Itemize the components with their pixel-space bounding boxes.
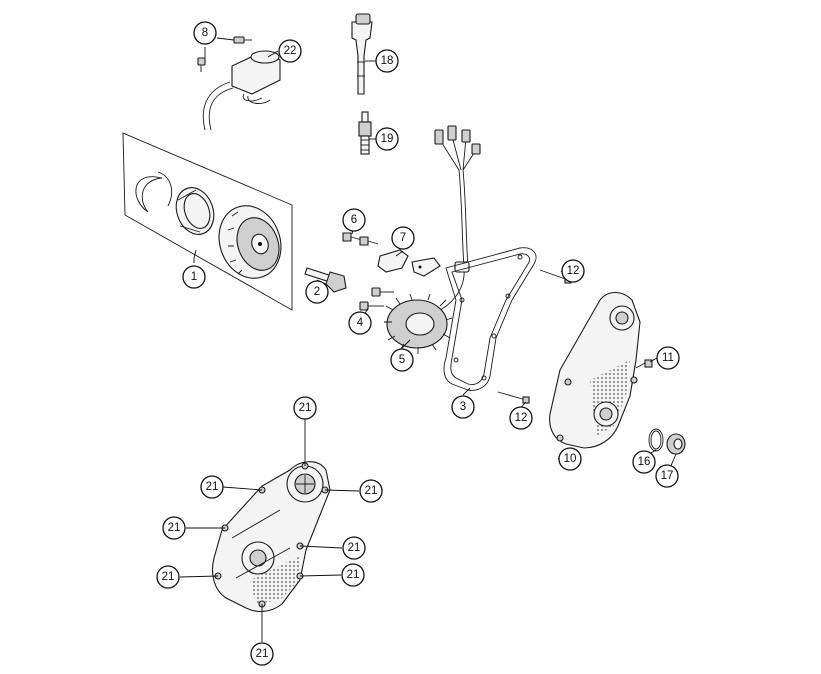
callout-8: 8 bbox=[193, 21, 217, 45]
o-ring bbox=[648, 428, 664, 452]
svg-text:22: 22 bbox=[284, 45, 297, 57]
rotor-assembly bbox=[122, 132, 293, 311]
screw-plug bbox=[666, 433, 686, 455]
callout-12-lower: 12 bbox=[509, 406, 533, 430]
svg-text:11: 11 bbox=[662, 352, 674, 364]
callout-1: 1 bbox=[182, 265, 206, 289]
stator-bolts-6 bbox=[342, 232, 379, 246]
callout-21-lower-right: 21 bbox=[341, 563, 365, 587]
flywheel-rotor bbox=[218, 205, 282, 279]
ignition-cover bbox=[549, 291, 641, 449]
callout-21-bottom: 21 bbox=[250, 642, 274, 666]
stator-bolts-4 bbox=[359, 287, 394, 311]
callout-12-upper: 12 bbox=[561, 259, 585, 283]
freewheel-ring bbox=[175, 187, 215, 235]
callout-10: 10 bbox=[558, 447, 582, 471]
rotor-nut-screw bbox=[304, 267, 347, 293]
coil-bolt bbox=[197, 36, 252, 72]
spark-plug-connector bbox=[351, 13, 373, 95]
svg-text:19: 19 bbox=[381, 133, 394, 145]
svg-text:12: 12 bbox=[567, 265, 580, 277]
retaining-ring bbox=[135, 171, 172, 213]
callout-6: 6 bbox=[342, 208, 366, 232]
svg-text:6: 6 bbox=[351, 214, 357, 226]
callout-21-mid-right: 21 bbox=[342, 536, 366, 560]
callout-16: 16 bbox=[632, 450, 656, 474]
svg-text:21: 21 bbox=[299, 402, 312, 414]
callout-22: 22 bbox=[278, 39, 302, 63]
callout-21-upper-left: 21 bbox=[200, 475, 224, 499]
svg-text:4: 4 bbox=[357, 317, 364, 329]
svg-text:21: 21 bbox=[348, 542, 361, 554]
callout-18: 18 bbox=[375, 49, 399, 73]
svg-text:7: 7 bbox=[400, 232, 406, 244]
callout-5: 5 bbox=[390, 348, 414, 372]
ignition-cover-detail bbox=[211, 461, 331, 613]
svg-text:21: 21 bbox=[365, 485, 378, 497]
svg-text:21: 21 bbox=[162, 571, 175, 583]
svg-text:2: 2 bbox=[314, 286, 320, 298]
svg-text:21: 21 bbox=[206, 481, 219, 493]
svg-text:17: 17 bbox=[661, 470, 674, 482]
svg-text:16: 16 bbox=[638, 456, 651, 468]
cable-bracket bbox=[377, 249, 441, 277]
svg-text:10: 10 bbox=[564, 453, 577, 465]
svg-text:3: 3 bbox=[460, 401, 466, 413]
callout-3: 3 bbox=[451, 395, 475, 419]
cover-screw-lower bbox=[497, 391, 530, 404]
svg-text:12: 12 bbox=[515, 412, 528, 424]
svg-text:1: 1 bbox=[191, 271, 197, 283]
spark-plug bbox=[358, 111, 372, 155]
svg-text:21: 21 bbox=[168, 522, 181, 534]
ignition-coil bbox=[202, 50, 281, 131]
stator-with-harness bbox=[384, 125, 481, 354]
svg-text:8: 8 bbox=[202, 27, 208, 39]
callout-17: 17 bbox=[655, 464, 679, 488]
svg-text:21: 21 bbox=[256, 648, 269, 660]
callout-19: 19 bbox=[375, 127, 399, 151]
cover-gasket bbox=[443, 247, 537, 391]
callout-21-upper-right: 21 bbox=[359, 479, 383, 503]
callout-21-top: 21 bbox=[293, 396, 317, 420]
svg-text:21: 21 bbox=[347, 569, 360, 581]
callout-2: 2 bbox=[305, 280, 329, 304]
callout-11: 11 bbox=[656, 346, 680, 370]
callout-4: 4 bbox=[348, 311, 372, 335]
callout-7: 7 bbox=[391, 226, 415, 250]
svg-text:18: 18 bbox=[381, 55, 394, 67]
callout-21-lower-left: 21 bbox=[156, 565, 180, 589]
cover-screw-11 bbox=[635, 359, 653, 369]
svg-text:5: 5 bbox=[399, 354, 405, 366]
callout-21-mid-left: 21 bbox=[162, 516, 186, 540]
